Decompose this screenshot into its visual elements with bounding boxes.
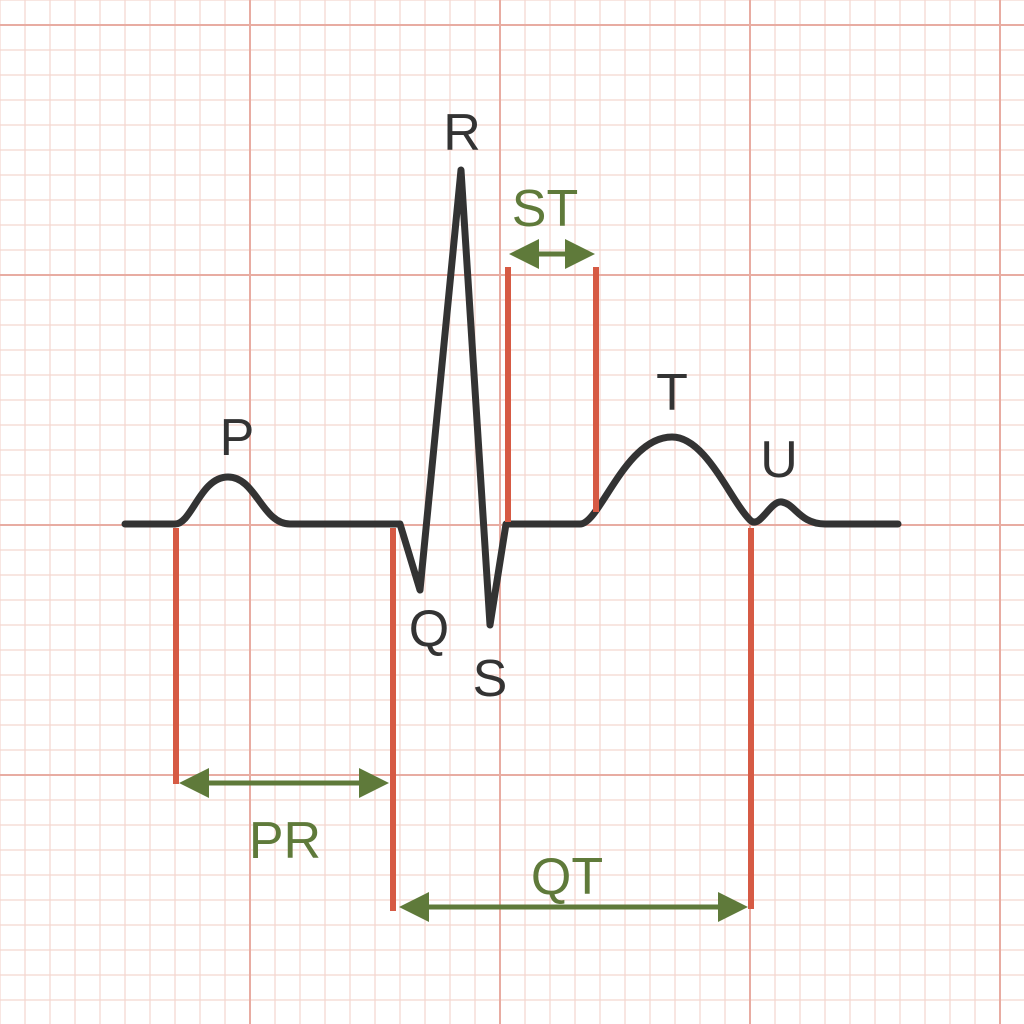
u-wave-label: U <box>760 431 798 489</box>
q-wave-label: Q <box>409 600 449 658</box>
qt-interval-label: QT <box>531 848 603 906</box>
interval-arrows <box>179 239 748 922</box>
st-interval-label: ST <box>512 180 578 238</box>
p-wave-label: P <box>220 409 255 467</box>
s-wave-label: S <box>473 650 508 708</box>
r-wave-label: R <box>443 104 481 162</box>
ecg-trace <box>121 166 902 629</box>
pr-interval-label: PR <box>249 812 321 870</box>
t-wave-label: T <box>656 364 688 422</box>
interval-markers <box>173 267 754 911</box>
